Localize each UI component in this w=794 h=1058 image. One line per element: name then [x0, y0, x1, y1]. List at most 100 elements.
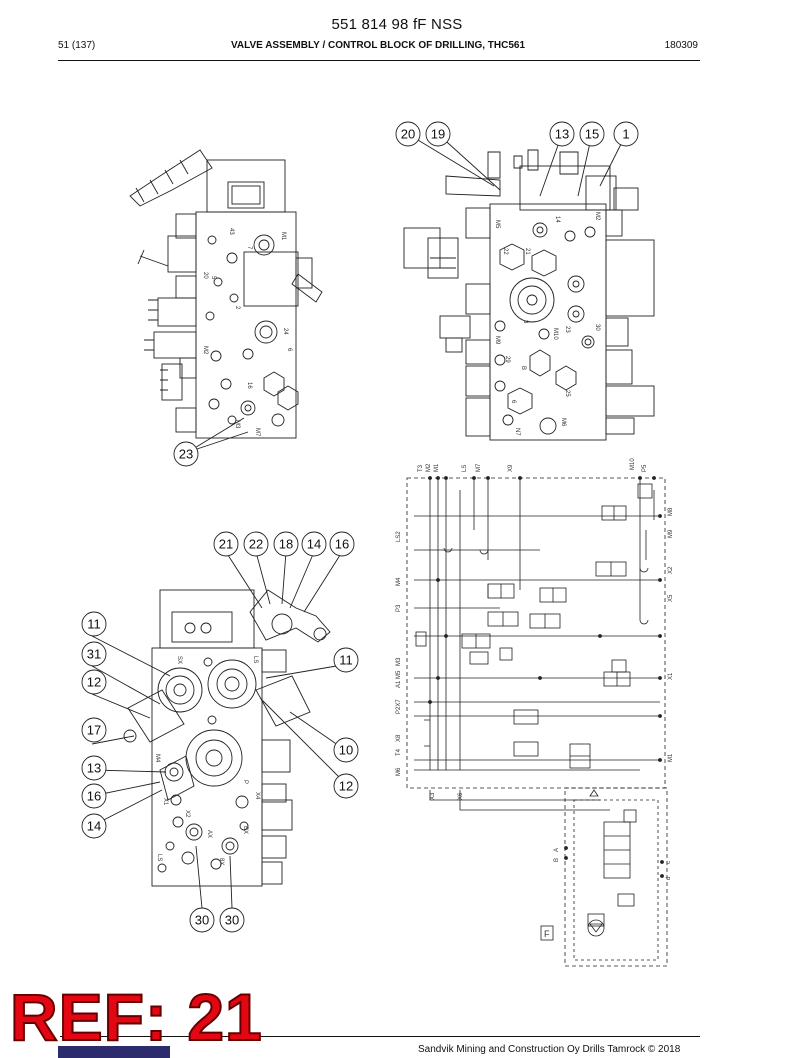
copyright-text: Sandvik Mining and Construction Oy Drill…	[418, 1044, 681, 1055]
svg-text:13: 13	[555, 127, 569, 142]
svg-text:30: 30	[225, 913, 239, 928]
svg-text:17: 17	[87, 723, 101, 738]
svg-text:1: 1	[622, 127, 629, 142]
port-label: X4	[254, 792, 260, 800]
header-rule	[58, 60, 700, 61]
footer-rule	[60, 1036, 700, 1037]
svg-text:22: 22	[249, 537, 263, 552]
port-label: M5	[494, 220, 500, 229]
port-label: M1	[434, 463, 440, 472]
svg-text:18: 18	[279, 537, 293, 552]
callout-bubble: 23	[173, 441, 199, 467]
callout-bubble: 16	[81, 783, 107, 809]
document-title: VALVE ASSEMBLY / CONTROL BLOCK OF DRILLI…	[230, 40, 526, 51]
document-number: 551 814 98 fF NSS	[331, 16, 463, 33]
port-label: 14	[554, 216, 560, 223]
frame-mark: F	[544, 929, 550, 939]
port-label: 23	[564, 326, 570, 333]
callout-bubble: 11	[81, 611, 107, 637]
svg-text:21: 21	[219, 537, 233, 552]
svg-text:30: 30	[195, 913, 209, 928]
svg-text:19: 19	[431, 127, 445, 142]
view-top-left: 43 M1 7 20 5 2 24 M2 6 16 M3 M7	[129, 149, 323, 453]
port-label: LS	[156, 854, 162, 861]
port-label: 24	[282, 328, 288, 335]
port-label: 6	[510, 400, 516, 404]
svg-text:31: 31	[87, 647, 101, 662]
port-label: M9	[668, 529, 674, 538]
port-label: 16	[246, 382, 252, 389]
document-date: 180309	[664, 40, 698, 51]
port-label: BX	[242, 826, 248, 834]
port-label: T3	[418, 464, 424, 472]
port-label: M8	[668, 507, 674, 516]
port-label: 30	[594, 324, 600, 331]
port-label: 22	[502, 248, 508, 255]
callout-bubble: 21	[213, 531, 239, 557]
header-row: 51 (137) VALVE ASSEMBLY / CONTROL BLOCK …	[58, 40, 698, 54]
port-label: LS2	[396, 531, 402, 542]
view-top-right: M5 22 21 14 M2 3 M9 M10 23 30 29 B 6 25 …	[403, 133, 655, 441]
svg-text:14: 14	[87, 819, 101, 834]
callout-bubble: 15	[579, 121, 605, 147]
port-label: M3	[396, 657, 402, 666]
hydraulic-schematic: T3 M2 M1 LS M7 X9 M10 P5 LS2 M4 P3 M3 A1…	[396, 458, 674, 967]
port-label: M2	[426, 463, 432, 472]
port-label: M1	[668, 753, 674, 762]
svg-text:12: 12	[339, 779, 353, 794]
port-label: 5	[210, 276, 216, 280]
port-label: M6	[560, 418, 566, 427]
port-label: 43	[228, 228, 234, 235]
port-label: X8	[396, 734, 402, 742]
svg-text:11: 11	[87, 617, 101, 632]
port-label: 29	[504, 356, 510, 363]
port-label: 6	[286, 348, 292, 352]
page-reference: 51 (137)	[58, 40, 96, 51]
port-label: LS	[252, 656, 258, 663]
port-label: M1	[280, 232, 286, 241]
svg-text:11: 11	[339, 653, 353, 668]
port-label: M4	[154, 754, 160, 763]
svg-text:23: 23	[179, 447, 193, 462]
svg-text:14: 14	[307, 537, 321, 552]
view-bottom-left: SX LS M4 X1 P X2 X4 BX AX 8X LS	[91, 551, 349, 909]
port-label: X2	[668, 566, 674, 574]
callout-bubble: 31	[81, 641, 107, 667]
callout-bubble: 22	[243, 531, 269, 557]
port-label: T4	[396, 748, 402, 756]
callout-bubble: 30	[219, 907, 245, 933]
port-label: X5	[668, 594, 674, 602]
port-label: P3	[396, 604, 402, 612]
port-label: M6	[396, 767, 402, 776]
callout-bubble: 16	[329, 531, 355, 557]
callout-bubble: 17	[81, 717, 107, 743]
port-label: X6	[458, 792, 464, 800]
port-label: M9	[494, 336, 500, 345]
port-label: X3	[430, 792, 436, 800]
callouts: 20 19 13 15 1 23 21 22 18 14 16 11 31 12…	[81, 121, 639, 933]
callout-bubble: 14	[301, 531, 327, 557]
callout-bubble: 13	[81, 755, 107, 781]
callout-bubble: 11	[333, 647, 359, 673]
port-label: M2	[594, 212, 600, 221]
port-label: 20	[202, 272, 208, 279]
port-label: 7	[246, 246, 252, 250]
port-label: M3	[234, 420, 240, 429]
port-label: M2	[202, 346, 208, 355]
port-label: M7	[476, 463, 482, 472]
svg-text:15: 15	[585, 127, 599, 142]
port-label: X1	[162, 798, 168, 806]
port-label: 21	[524, 248, 530, 255]
svg-text:16: 16	[87, 789, 101, 804]
port-label: AX	[206, 830, 212, 838]
port-label: X2	[184, 810, 190, 818]
callout-bubble: 14	[81, 813, 107, 839]
port-label: 2	[234, 306, 240, 310]
port-label: A1 M5	[396, 670, 402, 688]
port-label: SX	[176, 656, 182, 664]
callout-bubble: 12	[81, 669, 107, 695]
callout-bubble: 10	[333, 737, 359, 763]
port-label: P	[242, 780, 248, 784]
port-label: P2X7	[396, 699, 402, 714]
